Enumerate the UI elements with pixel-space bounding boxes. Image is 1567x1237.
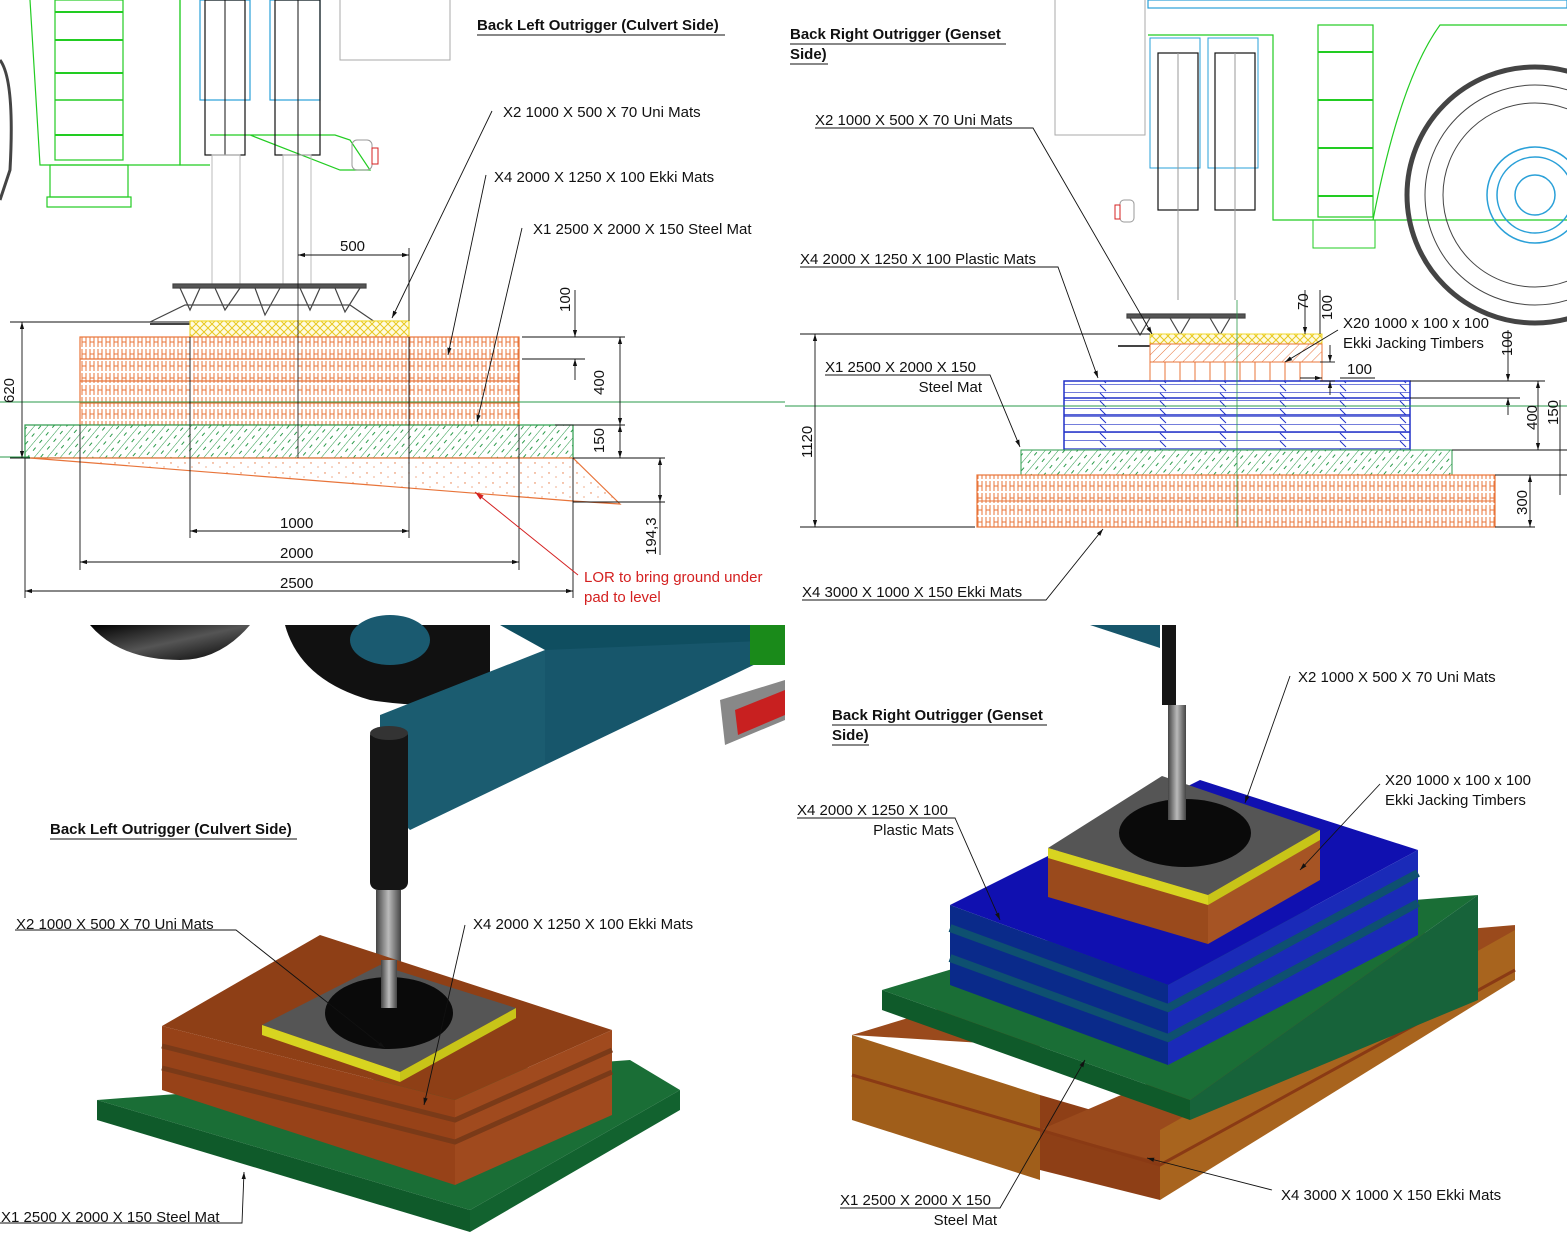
ekki-mat-stack xyxy=(79,336,520,426)
title-back-right-line1: Back Right Outrigger (Genset xyxy=(790,26,1001,43)
label-ekki-3d: X4 3000 X 1000 X 150 Ekki Mats xyxy=(1281,1187,1501,1204)
note-leader xyxy=(474,491,579,576)
title-back-right-3d-line2: Side) xyxy=(832,727,869,744)
uni-mat-layer xyxy=(189,320,410,338)
label-steel-mat: X1 2500 X 2000 X 150 Steel Mat xyxy=(533,221,752,238)
ekki-mat-base xyxy=(976,474,1496,528)
label-timbers-line2: Ekki Jacking Timbers xyxy=(1343,335,1484,352)
dim-150: 150 xyxy=(1545,400,1562,425)
dim-150: 150 xyxy=(591,428,608,453)
dimension-lines-left xyxy=(10,248,665,598)
leader-lines-left xyxy=(391,110,523,423)
label-ekki-mats: X4 3000 X 1000 X 150 Ekki Mats xyxy=(802,584,1022,601)
dim-1000: 1000 xyxy=(280,515,313,532)
truck-3d-right xyxy=(1090,625,1160,648)
panel-top-left-section: Back Left Outrigger (Culvert Side) X2 10… xyxy=(0,0,785,606)
label-steel-mat-line1: X1 2500 X 2000 X 150 xyxy=(825,359,976,376)
timber-stack-3d xyxy=(1048,830,1320,944)
dimension-lines-right xyxy=(800,290,1567,528)
jacking-timbers-cross xyxy=(1149,361,1323,382)
jacking-timbers-layer xyxy=(1149,343,1323,363)
note-lor-line1: LOR to bring ground under xyxy=(584,569,762,586)
label-ekki-mats-3d: X4 2000 X 1250 X 100 Ekki Mats xyxy=(473,916,693,933)
dim-194: 194,3 xyxy=(643,517,660,555)
truck-outline-left xyxy=(0,0,451,286)
label-timbers-line1: X20 1000 x 100 x 100 xyxy=(1343,315,1489,332)
label-steel-mat-line2: Steel Mat xyxy=(919,379,983,396)
label-plastic-mats: X4 2000 X 1250 X 100 Plastic Mats xyxy=(800,251,1036,268)
label-timbers-3d-line2: Ekki Jacking Timbers xyxy=(1385,792,1526,809)
outrigger-leg-3d-left xyxy=(370,726,408,975)
label-steel-mat-3d: X1 2500 X 2000 X 150 Steel Mat xyxy=(1,1209,220,1226)
label-plastic-3d-line1: X4 2000 X 1250 X 100 xyxy=(797,802,948,819)
dim-1120: 1120 xyxy=(799,426,816,458)
label-steel-3d-line2: Steel Mat xyxy=(934,1212,998,1229)
steel-mat-layer xyxy=(24,424,574,459)
dim-400: 400 xyxy=(1524,405,1541,430)
panel-bottom-left-3d: Back Left Outrigger (Culvert Side) X2 10… xyxy=(0,615,785,1232)
dim-400: 400 xyxy=(591,370,608,395)
leader-lines-3d-left xyxy=(0,924,466,1224)
truck-3d-left xyxy=(90,615,785,830)
panel-top-right-section: Back Right Outrigger (Genset Side) X2 10… xyxy=(785,0,1567,601)
uni-mat-3d xyxy=(262,960,516,1082)
uni-mat-3d xyxy=(1048,625,1320,905)
label-plastic-3d-line2: Plastic Mats xyxy=(873,822,954,839)
truck-outline-right xyxy=(1054,0,1567,326)
dim-620: 620 xyxy=(1,378,18,403)
leader-lines-3d-right xyxy=(797,675,1381,1209)
steel-mat-layer xyxy=(1020,449,1453,476)
title-back-right-3d-line1: Back Right Outrigger (Genset xyxy=(832,707,1043,724)
dim-100-plastic: 100 xyxy=(1499,331,1516,356)
label-uni-mats-3d: X2 1000 X 500 X 70 Uni Mats xyxy=(16,916,214,933)
label-uni-mats-3d: X2 1000 X 500 X 70 Uni Mats xyxy=(1298,669,1496,686)
dim-2000: 2000 xyxy=(280,545,313,562)
dim-300: 300 xyxy=(1514,490,1531,515)
title-back-right-line2: Side) xyxy=(790,46,827,63)
label-steel-3d-line1: X1 2500 X 2000 X 150 xyxy=(840,1192,991,1209)
label-timbers-3d-line1: X20 1000 x 100 x 100 xyxy=(1385,772,1531,789)
label-uni-mats: X2 1000 X 500 X 70 Uni Mats xyxy=(815,112,1013,129)
title-back-left: Back Left Outrigger (Culvert Side) xyxy=(477,17,719,34)
label-ekki-mats: X4 2000 X 1250 X 100 Ekki Mats xyxy=(494,169,714,186)
fill-wedge xyxy=(29,457,622,505)
dim-2500: 2500 xyxy=(280,575,313,592)
dim-100-timber: 100 xyxy=(1319,295,1336,320)
dim-100: 100 xyxy=(557,287,574,312)
dim-500: 500 xyxy=(340,238,365,255)
panel-bottom-right-3d: Back Right Outrigger (Genset Side) X2 10… xyxy=(797,625,1531,1229)
title-back-left-3d: Back Left Outrigger (Culvert Side) xyxy=(50,821,292,838)
leader-lines-right xyxy=(800,127,1339,601)
outrigger-foot-left xyxy=(149,283,377,325)
uni-mat-layer xyxy=(1149,333,1323,345)
note-lor-line2: pad to level xyxy=(584,589,661,606)
label-uni-mats: X2 1000 X 500 X 70 Uni Mats xyxy=(503,104,701,121)
dim-70: 70 xyxy=(1295,293,1312,310)
dim-100-width: 100 xyxy=(1347,361,1372,378)
